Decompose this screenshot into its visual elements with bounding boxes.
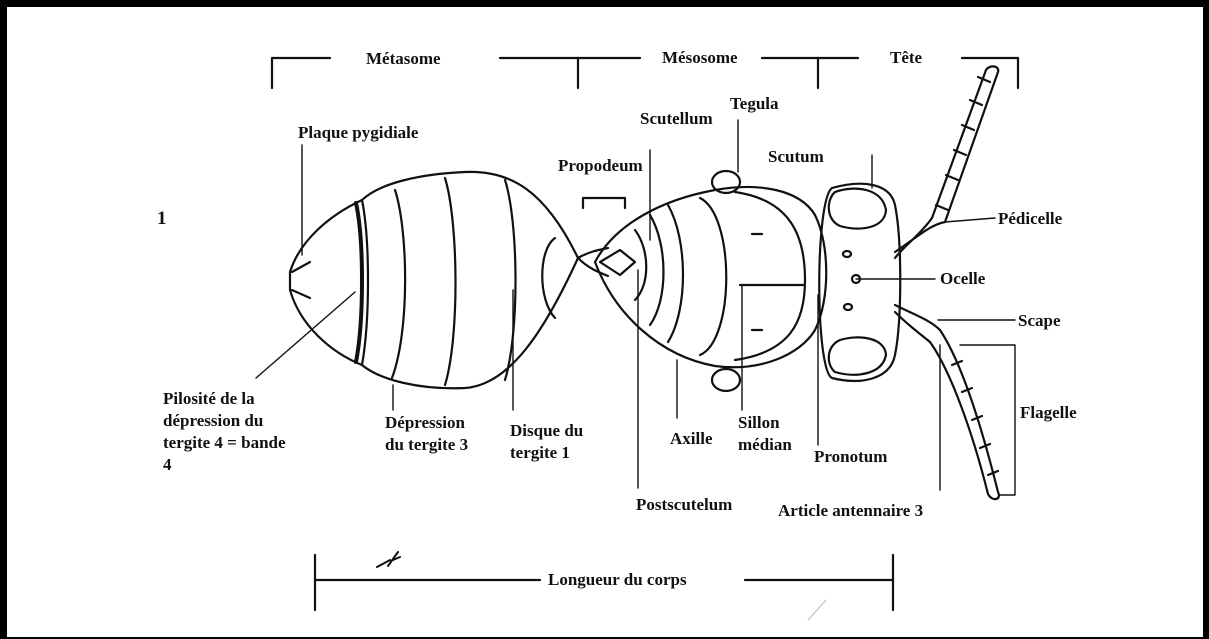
label-longueur-du-corps: Longueur du corps [548,569,687,591]
metasome-body [290,172,578,388]
label-scutum: Scutum [768,146,824,168]
figure-number: 1 [157,208,167,230]
label-tegula: Tegula [730,93,779,115]
label-scutellum: Scutellum [640,108,713,130]
label-article-antennaire-3: Article antennaire 3 [778,500,923,522]
label-sillon-median: Sillon médian [738,412,808,456]
scan-mark [808,600,826,620]
label-axille: Axille [670,428,713,450]
scan-marks [377,552,400,567]
label-plaque-pygidiale: Plaque pygidiale [298,122,418,144]
label-flagelle: Flagelle [1020,402,1077,424]
section-label-mesosome: Mésosome [662,47,738,69]
label-pronotum: Pronotum [814,446,887,468]
mesosome-body [583,171,826,391]
label-postscutelum: Postscutelum [636,494,732,516]
head [819,184,900,381]
label-pedicelle: Pédicelle [998,208,1062,230]
label-disque-tergite-1: Disque du tergite 1 [510,420,605,464]
petiole [578,248,608,276]
label-scape: Scape [1018,310,1061,332]
section-label-tete: Tête [890,47,922,69]
label-ocelle: Ocelle [940,268,985,290]
label-depression-tergite-3: Dépression du tergite 3 [385,412,485,456]
label-pilosite: Pilosité de la dépression du tergite 4 =… [163,388,288,476]
label-propodeum: Propodeum [558,155,643,177]
section-label-metasome: Métasome [366,48,441,70]
